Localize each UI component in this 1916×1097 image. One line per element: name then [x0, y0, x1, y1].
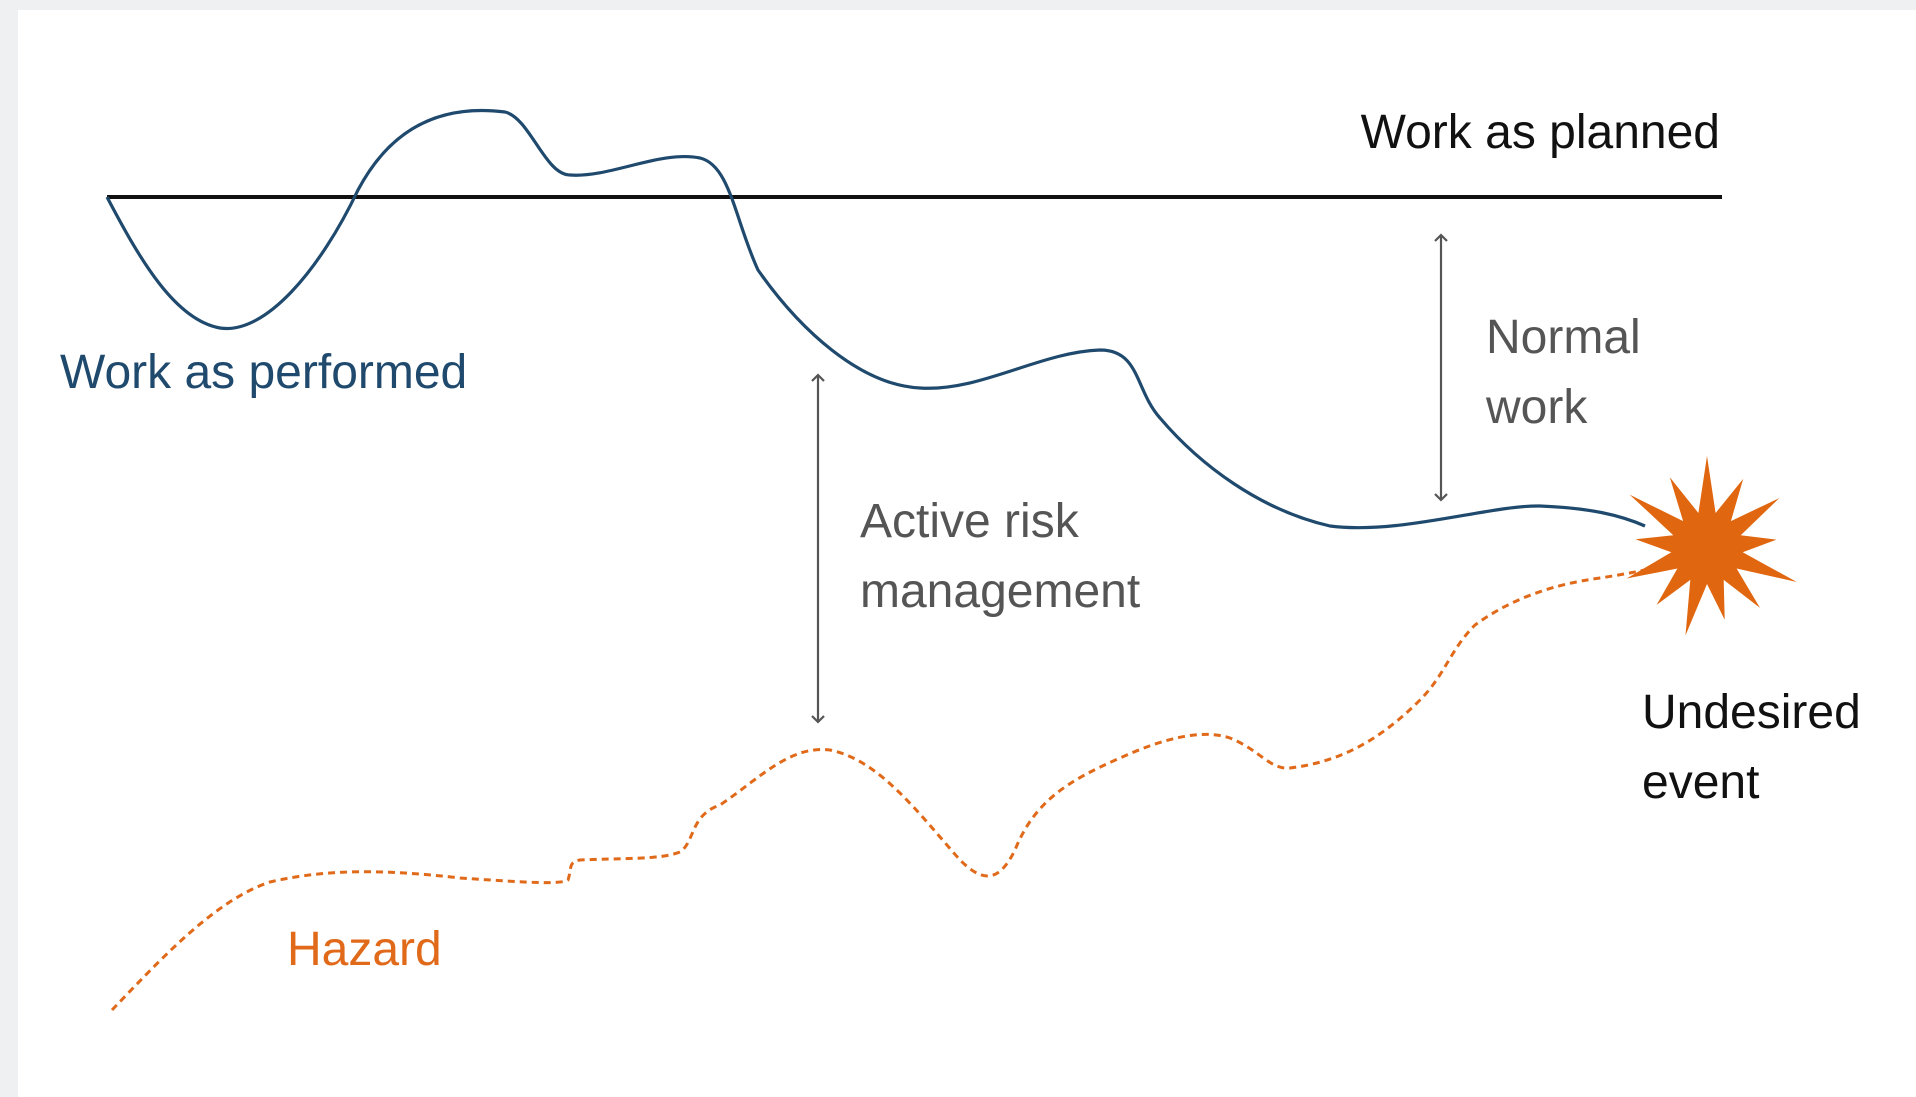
explosion-star-icon — [1626, 456, 1797, 636]
work-as-performed-line — [105, 108, 1646, 530]
active-risk-label-line1: Active risk — [860, 495, 1080, 548]
hazard-label: Hazard — [287, 923, 442, 976]
hazard-line — [110, 568, 1646, 1012]
diagram-panel: Work as planned Work as performed Normal… — [18, 10, 1916, 1097]
normal-work-label-line2: work — [1485, 381, 1588, 434]
diagram-svg: Work as planned Work as performed Normal… — [60, 106, 1861, 1012]
work-as-planned-label: Work as planned — [1361, 106, 1720, 159]
active-risk-label-line2: management — [860, 565, 1140, 618]
work-as-performed-label: Work as performed — [60, 346, 467, 399]
undesired-event-label-line1: Undesired — [1642, 686, 1861, 739]
normal-work-label-line1: Normal — [1486, 311, 1641, 364]
undesired-event-label-line2: event — [1642, 756, 1759, 809]
